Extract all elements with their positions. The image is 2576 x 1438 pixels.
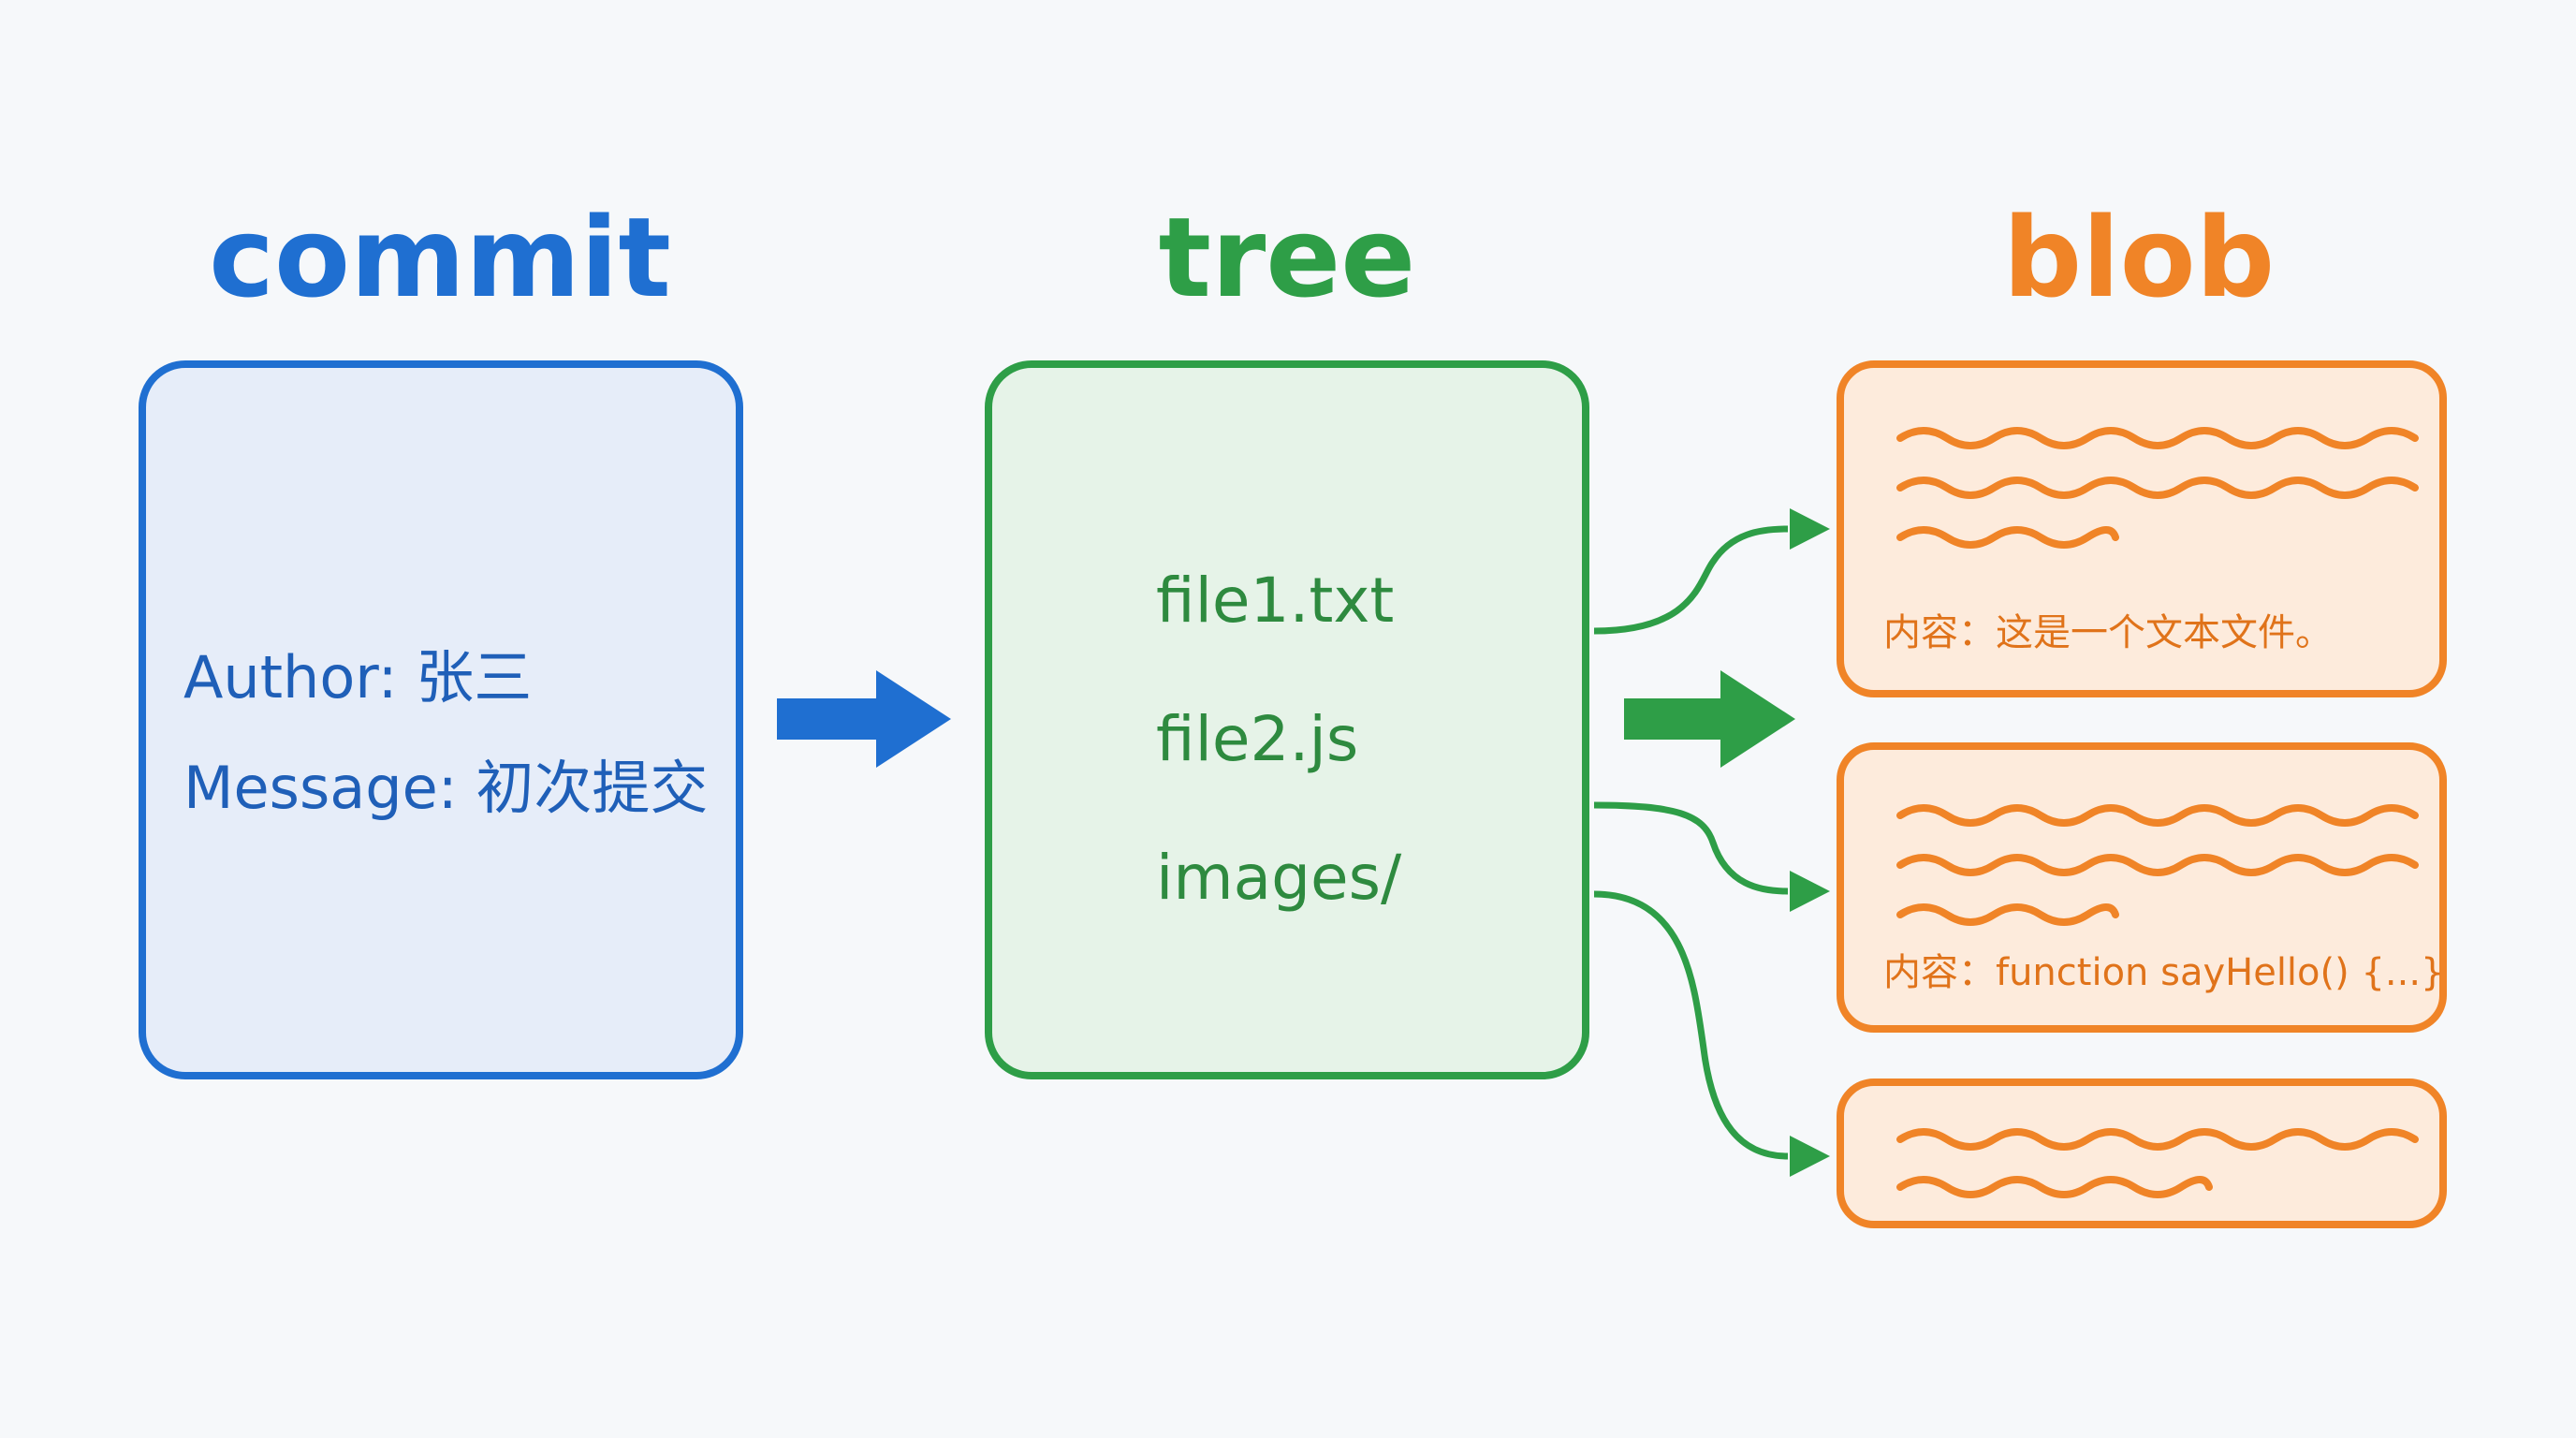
tree-to-blob3-connector [1593, 890, 1789, 1160]
tree-to-blob2-arrowhead [1790, 871, 1830, 912]
tree-entry-file1: file1.txt [1156, 565, 1395, 637]
blob-content-2: 内容：function sayHello() {...} [1883, 951, 2445, 994]
commit-title: commit [209, 193, 671, 322]
blob-node-3 [1837, 1078, 2447, 1228]
text-lines-icon [1896, 427, 2419, 549]
blob-content-1: 内容：这是一个文本文件。 [1883, 611, 2333, 654]
commit-author: Author: 张三 [183, 643, 533, 712]
tree-entry-file2: file2.js [1156, 703, 1359, 775]
tree-to-blob-arrow [1624, 670, 1795, 768]
tree-to-blob3-arrowhead [1790, 1136, 1830, 1177]
tree-to-blob2-connector [1593, 801, 1789, 895]
tree-to-blob1-arrowhead [1790, 508, 1830, 550]
commit-message: Message: 初次提交 [183, 754, 709, 822]
tree-node: file1.txt file2.js images/ [985, 360, 1589, 1079]
commit-node: Author: 张三 Message: 初次提交 [139, 360, 743, 1079]
tree-entry-images: images/ [1156, 842, 1402, 914]
text-lines-icon [1896, 804, 2419, 926]
commit-to-tree-arrow [777, 670, 951, 768]
blob-node-2: 内容：function sayHello() {...} [1837, 742, 2447, 1033]
tree-to-blob1-connector [1593, 525, 1789, 635]
text-lines-icon [1896, 1128, 2419, 1198]
blob-title: blob [2002, 193, 2276, 322]
blob-node-1: 内容：这是一个文本文件。 [1837, 360, 2447, 697]
tree-title: tree [1158, 193, 1416, 322]
